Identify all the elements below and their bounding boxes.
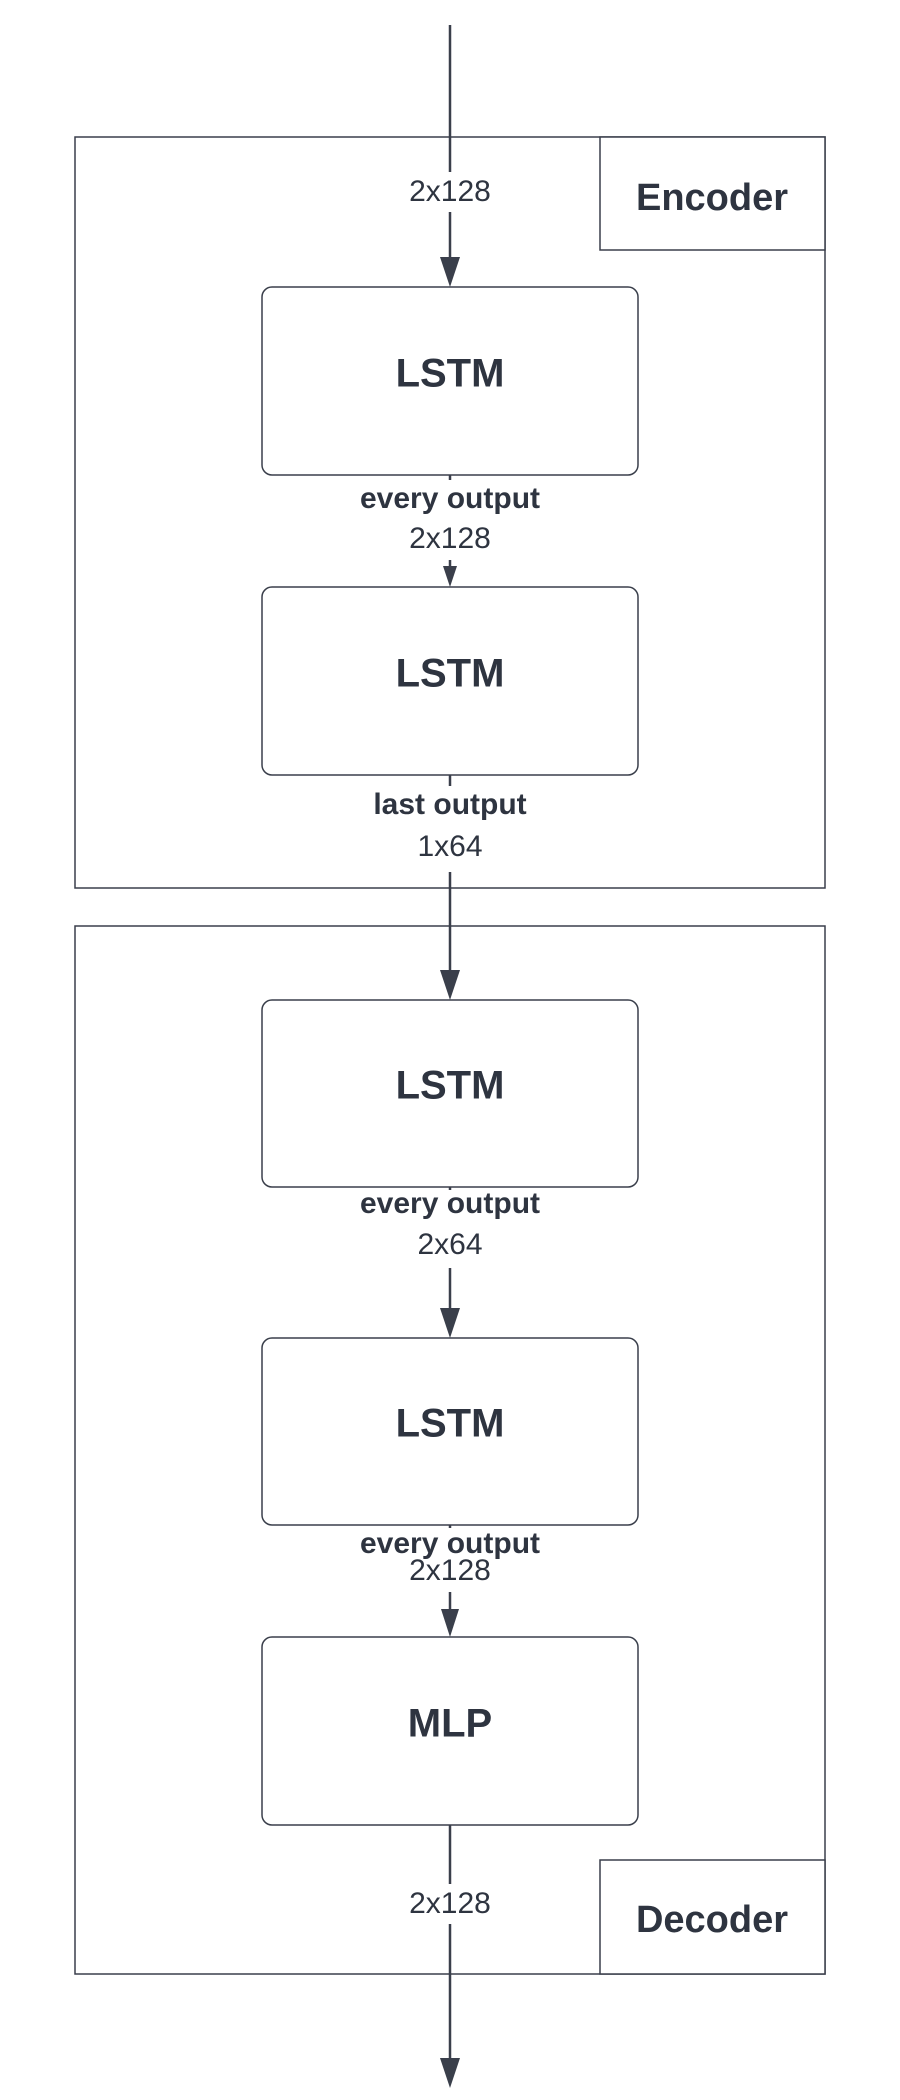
node-enc-lstm2: LSTM: [261, 586, 639, 776]
enc-lstm2-arrowhead: [440, 970, 460, 1000]
node-label: LSTM: [396, 1402, 505, 1446]
node-label: MLP: [408, 1702, 492, 1746]
edge-label-dec-lstm2: every output 2x128: [345, 1527, 555, 1592]
dec-lstm2-arrowhead: [441, 1609, 459, 1637]
node-label: LSTM: [396, 1064, 505, 1108]
encoder-label-box: [599, 136, 826, 251]
node-dec-lstm1: LSTM: [261, 999, 639, 1188]
decoder-label-box: [599, 1859, 826, 1975]
edge-shape: 1x64: [417, 830, 482, 863]
dec-lstm1-arrowhead: [440, 1308, 460, 1338]
node-box: [261, 586, 639, 776]
node-box: [261, 1337, 639, 1526]
edge-label-enc-lstm2: last output 1x64: [355, 786, 545, 872]
encoder-label: Encoder: [636, 177, 788, 219]
node-dec-mlp: MLP: [261, 1636, 639, 1826]
edge-shape: 2x128: [409, 175, 491, 208]
node-box: [261, 1636, 639, 1826]
edge-label-output: 2x128: [398, 1884, 502, 1924]
node-enc-lstm1: LSTM: [261, 286, 639, 476]
edge-label-dec-lstm1: every output 2x64: [345, 1187, 555, 1268]
edge-label-enc-lstm1: every output 2x128: [345, 480, 555, 560]
node-box: [261, 286, 639, 476]
edge-kind: every output: [360, 482, 540, 515]
node-dec-lstm2: LSTM: [261, 1337, 639, 1526]
edge-shape: 2x128: [409, 1887, 491, 1920]
edge-kind: every output: [360, 1187, 540, 1220]
edge-shape: 2x64: [417, 1228, 482, 1261]
input-arrowhead: [440, 257, 460, 287]
decoder-label: Decoder: [636, 1899, 788, 1941]
enc-lstm1-arrowhead: [443, 566, 457, 587]
node-label: LSTM: [396, 652, 505, 696]
edge-shape: 2x128: [409, 522, 491, 555]
edge-label-input: 2x128: [398, 172, 502, 212]
edge-kind: every output: [360, 1527, 540, 1560]
edge-kind: last output: [373, 788, 526, 821]
edge-shape: 2x128: [409, 1554, 491, 1587]
node-box: [261, 999, 639, 1188]
node-label: LSTM: [396, 352, 505, 396]
output-arrowhead: [440, 2058, 460, 2088]
